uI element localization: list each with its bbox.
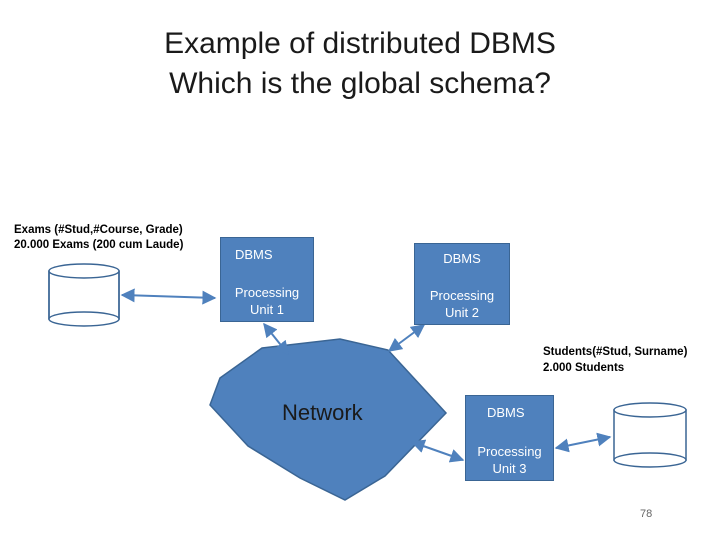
page-number: 78 [640, 508, 653, 520]
network-shape [209, 338, 448, 501]
pu2-dbms-label: DBMS [443, 251, 481, 266]
processing-unit-3-node: DBMS Processing Unit 3 [465, 395, 554, 481]
pu3-dbms-label: DBMS [487, 405, 525, 420]
network-label: Network [282, 400, 363, 425]
pu3-unit-label: Unit 3 [492, 461, 527, 476]
pu1-unit-label: Unit 1 [250, 302, 284, 317]
arrow-db1-to-pu1 [120, 288, 217, 305]
students-database-icon [613, 402, 687, 468]
exams-count-label: 20.000 Exams (200 cum Laude) [14, 239, 184, 251]
arrow-pu3-to-db3 [554, 432, 612, 453]
processing-unit-2-node: DBMS Processing Unit 2 [414, 243, 510, 325]
processing-unit-1-node: DBMS Processing Unit 1 [220, 237, 314, 322]
pu2-unit-label: Unit 2 [445, 305, 479, 320]
slide-title-line-2: Which is the global schema? [169, 67, 551, 100]
exams-database-icon [48, 263, 120, 327]
students-count-label: 2.000 Students [543, 362, 625, 374]
exams-schema-label: Exams (#Stud,#Course, Grade) [14, 224, 183, 236]
arrow-pu2-to-network [387, 324, 426, 352]
pu2-processing-label: Processing [429, 288, 495, 303]
students-schema-label: Students(#Stud, Surname) [543, 346, 688, 358]
pu1-dbms-label: DBMS [235, 247, 273, 262]
arrow-pu1-to-network [263, 322, 289, 356]
pu1-processing-label: Processing [234, 285, 300, 300]
arrow-network-to-pu3 [410, 439, 465, 463]
slide-title-line-1: Example of distributed DBMS [164, 27, 556, 60]
pu3-processing-label: Processing [477, 444, 542, 459]
